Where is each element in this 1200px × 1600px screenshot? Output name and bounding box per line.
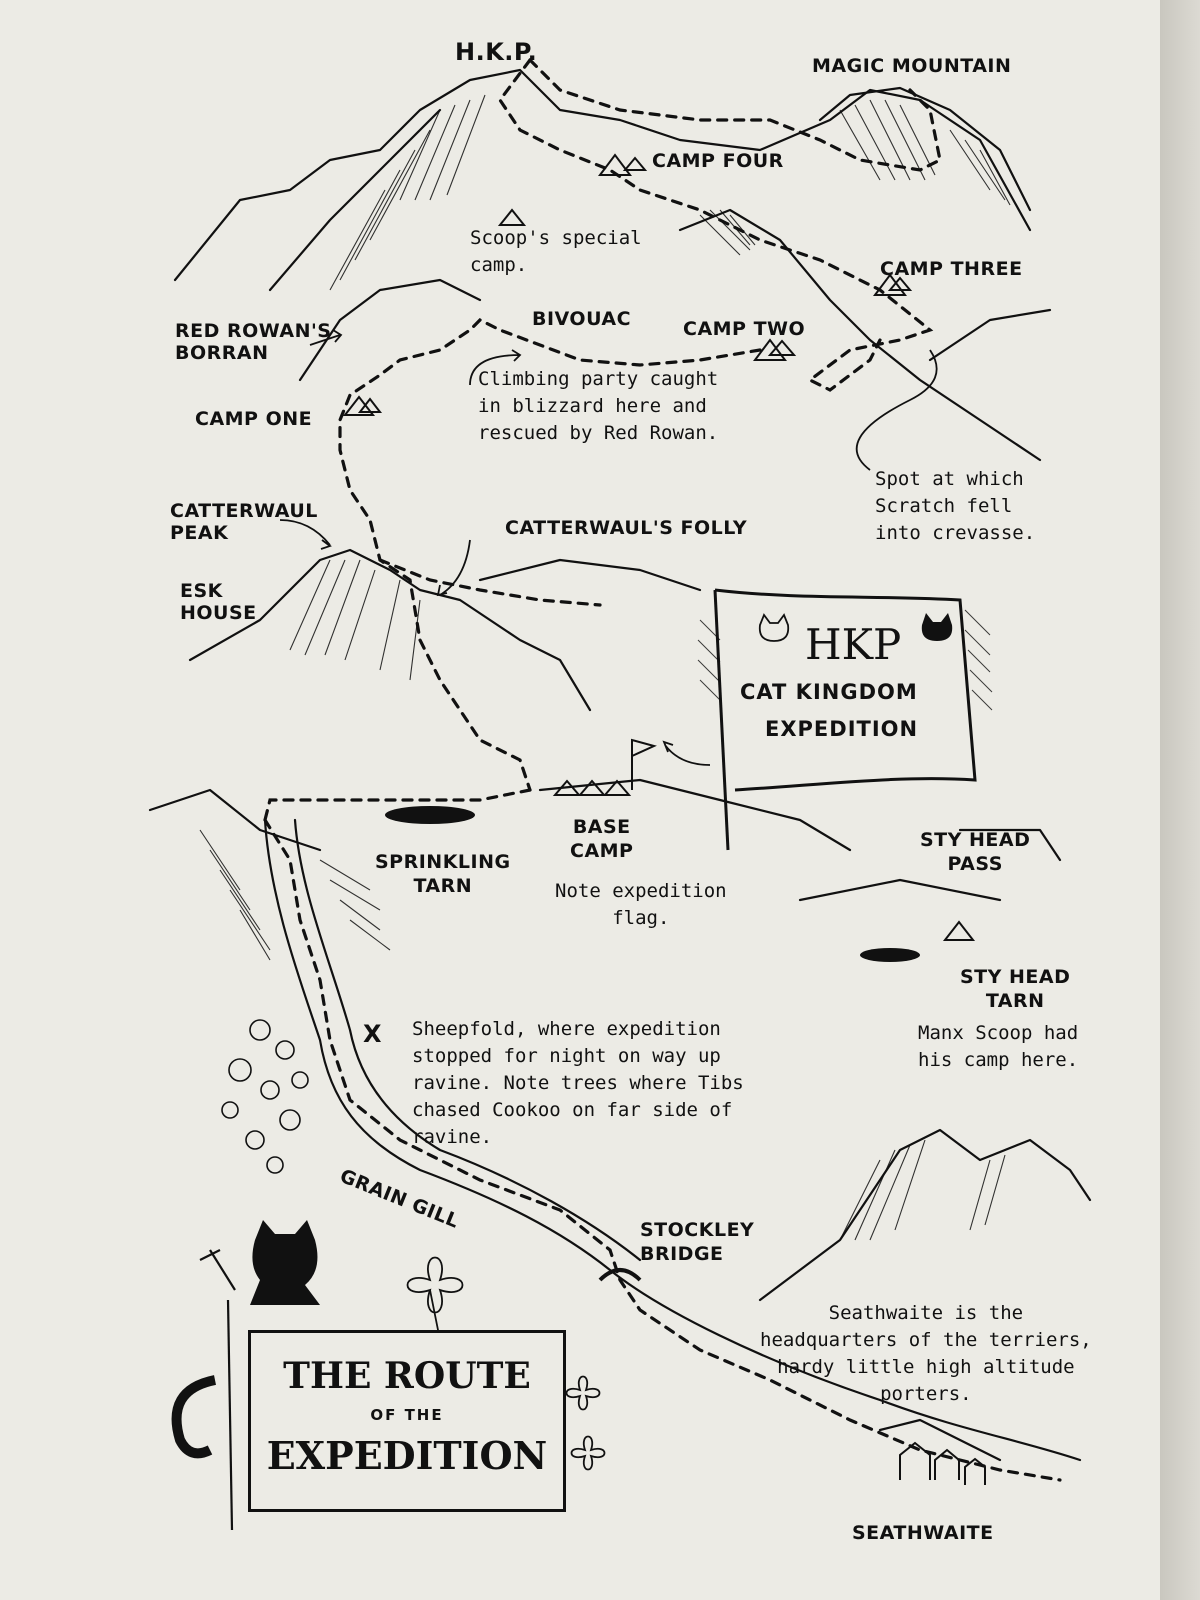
flower-icon (570, 1435, 606, 1471)
label-base-camp: BASE CAMP (570, 816, 634, 862)
seathwaite-fells (758, 1128, 1092, 1302)
cat-face-icon (758, 613, 790, 642)
note-seathwaite: Seathwaite is the headquarters of the te… (760, 1302, 1092, 1405)
flag-title: HKP (805, 620, 902, 669)
label-scoops-camp: Scoop's special camp. (470, 227, 642, 276)
label-bivouac: BIVOUAC (532, 308, 632, 330)
tent-icon (942, 920, 976, 941)
flag-line-3: EXPEDITION (765, 717, 919, 741)
flag-line-2: CAT KINGDOM (740, 680, 918, 704)
note-manx-scoop: Manx Scoop had his camp here. (918, 1022, 1079, 1071)
note-blizzard: Climbing party caught in blizzard here a… (478, 368, 719, 444)
flower-icon (406, 1256, 464, 1314)
label-catterwauls-folly: CATTERWAUL'S FOLLY (505, 517, 748, 539)
label-camp-two: CAMP TWO (683, 318, 806, 340)
label-hkp: H.K.P. (455, 38, 538, 66)
black-cat-face-icon (921, 613, 953, 641)
route-upper (498, 58, 934, 392)
label-magic-mountain: MAGIC MOUNTAIN (812, 55, 1012, 77)
label-camp-three: CAMP THREE (880, 258, 1023, 280)
label-seathwaite: SEATHWAITE (852, 1522, 994, 1544)
title-line-2: OF THE (370, 1406, 444, 1424)
label-catterwaul-peak: CATTERWAUL PEAK (170, 500, 318, 544)
cat-tail (171, 1375, 217, 1459)
tent-icon (552, 779, 632, 796)
tent-icon (753, 338, 797, 361)
sprinkling-tarn-water (385, 806, 475, 824)
flower-icon (565, 1375, 601, 1411)
title-sign: THE ROUTE OF THE EXPEDITION (248, 1330, 566, 1512)
tent-icon (342, 395, 383, 416)
sty-head-tarn-water (860, 948, 920, 962)
flag-icon (631, 738, 657, 790)
book-page (0, 0, 1160, 1600)
sheepfold-marker: X (363, 1020, 383, 1048)
page-edge (1160, 0, 1200, 1600)
tent-icon (598, 153, 648, 176)
magic-mountain-ridge (818, 86, 1032, 212)
stockley-bridge-icon (598, 1268, 642, 1282)
seathwaite-buildings (899, 1441, 986, 1485)
hkp-mountain (173, 68, 1032, 282)
label-sty-head-pass: STY HEAD PASS (920, 829, 1031, 875)
label-red-rowans-borran: RED ROWAN'S BORRAN (175, 320, 332, 364)
label-stockley-bridge: STOCKLEY BRIDGE (640, 1219, 755, 1265)
label-esk-house: ESK HOUSE (180, 580, 257, 624)
cat-mascot (250, 1220, 320, 1305)
tent-icon (497, 208, 527, 226)
label-camp-four: CAMP FOUR (652, 150, 784, 172)
label-camp-one: CAMP ONE (195, 408, 313, 430)
note-flag: Note expedition flag. (555, 880, 727, 929)
title-line-3: EXPEDITION (266, 1433, 548, 1478)
title-line-1: THE ROUTE (283, 1355, 531, 1397)
catterwaul-mountain (188, 548, 592, 712)
label-sty-head-tarn: STY HEAD TARN (960, 966, 1071, 1012)
tent-icon (873, 273, 913, 296)
label-sprinkling-tarn: SPRINKLING TARN (375, 851, 511, 897)
note-crevasse: Spot at which Scratch fell into crevasse… (875, 468, 1036, 544)
note-sheepfold: Sheepfold, where expedition stopped for … (412, 1018, 744, 1148)
